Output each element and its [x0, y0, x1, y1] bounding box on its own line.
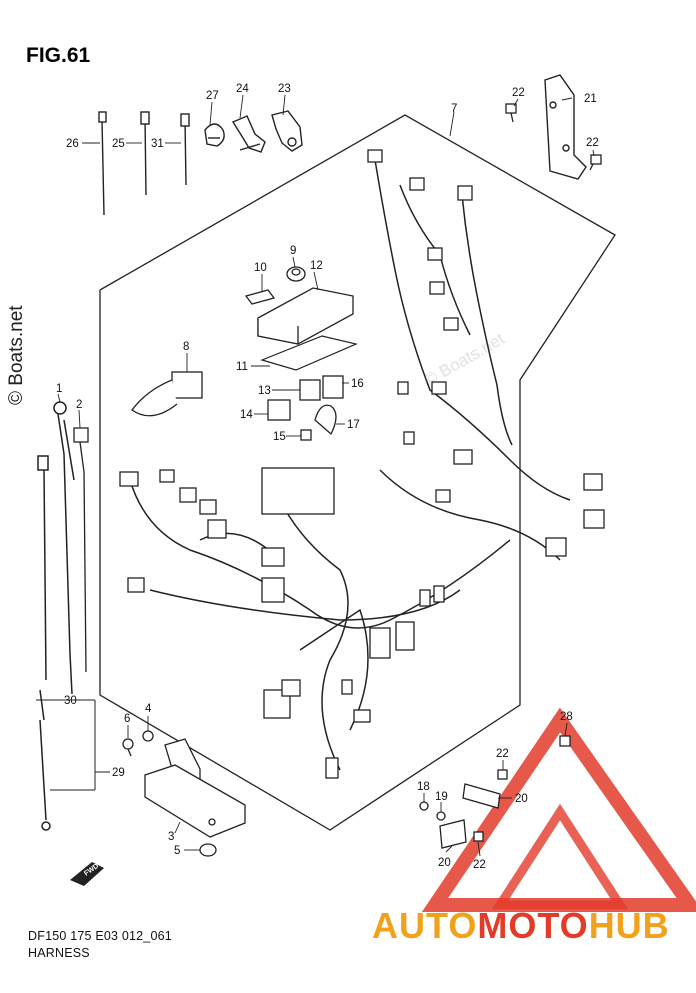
callout-24: 24	[236, 83, 249, 95]
bolt-28	[559, 735, 571, 747]
nut-18	[419, 801, 429, 811]
callout-25: 25	[112, 138, 125, 150]
footer-code: DF150 175 E03 012_061	[28, 929, 172, 943]
callout-29: 29	[112, 767, 125, 779]
cable-30	[37, 455, 49, 721]
brand-part-moto: MOTO	[477, 905, 589, 946]
callout-20-upper: 20	[515, 793, 528, 805]
battery-cable-1	[53, 401, 75, 695]
bolt-22-lower	[473, 769, 508, 842]
clip-10	[244, 289, 276, 305]
callout-12: 12	[310, 260, 323, 272]
side-watermark: © Boats.net	[6, 305, 27, 405]
grommet-9	[286, 266, 306, 282]
plate-20-upper	[462, 783, 501, 809]
brand-logo-icon	[421, 707, 696, 912]
washer-4	[142, 730, 154, 742]
fuse-15	[300, 429, 312, 441]
forward-arrow-icon: FWD	[70, 862, 104, 886]
callout-numbers: 1 2 3 4 5 6 7 8 9 10 11 12 13 14 15 16 1…	[56, 83, 599, 871]
bolt-6	[122, 738, 134, 757]
cable-tie-31	[180, 113, 190, 186]
grommet-5	[199, 843, 217, 857]
callout-3: 3	[168, 831, 174, 843]
callout-22-mid: 22	[496, 748, 509, 760]
battery-terminal-2	[73, 427, 89, 673]
bolt-22-right	[589, 154, 602, 171]
callout-20-lower: 20	[438, 857, 451, 869]
callout-10: 10	[254, 262, 267, 274]
callout-6: 6	[124, 713, 130, 725]
nut-19	[436, 811, 446, 821]
clip-27	[204, 123, 225, 147]
clamp-23	[271, 110, 303, 152]
main-harness-7	[129, 159, 571, 771]
callout-leaders	[57, 94, 595, 857]
callout-14: 14	[240, 409, 253, 421]
relay-14	[267, 399, 291, 421]
callout-5: 5	[174, 845, 180, 857]
callout-13: 13	[258, 385, 271, 397]
bracket-21	[544, 74, 587, 180]
callout-26: 26	[66, 138, 79, 150]
callout-8: 8	[183, 341, 189, 353]
cable-tie-26	[98, 111, 107, 216]
fuse-box-12	[257, 287, 354, 345]
brand-part-auto: AUTO	[372, 905, 478, 946]
callout-1: 1	[56, 383, 62, 395]
brand-part-hub: HUB	[588, 905, 670, 946]
callout-21: 21	[584, 93, 597, 105]
cable-29	[39, 719, 51, 831]
fuse-box-cover-11	[260, 335, 358, 371]
callout-4: 4	[145, 703, 152, 715]
callout-15: 15	[273, 431, 286, 443]
callout-30: 30	[64, 695, 77, 707]
callout-17: 17	[347, 419, 360, 431]
cover-3	[144, 764, 246, 838]
figure-title: FIG.61	[26, 44, 91, 67]
callout-11: 11	[236, 361, 248, 373]
fuse-16	[322, 375, 344, 399]
relay-8	[131, 371, 203, 417]
callout-7: 7	[451, 103, 457, 115]
callout-16: 16	[351, 378, 364, 390]
callout-27: 27	[206, 90, 219, 102]
callout-31: 31	[151, 138, 164, 150]
footer-name: HARNESS	[28, 946, 90, 960]
fuse-puller-17	[314, 404, 337, 436]
callout-22-right: 22	[586, 137, 599, 149]
callout-28: 28	[560, 711, 573, 723]
clamp-24	[231, 115, 266, 153]
leader-29-30	[36, 699, 110, 791]
relay-13	[299, 379, 321, 401]
callout-19: 19	[435, 791, 448, 803]
callout-9: 9	[290, 245, 296, 257]
brand-wordmark: AUTOMOTOHUB	[372, 905, 670, 947]
callout-18: 18	[417, 781, 430, 793]
callout-2: 2	[76, 399, 82, 411]
callout-22-top: 22	[512, 87, 525, 99]
harness-boundary-box	[99, 114, 616, 831]
callout-23: 23	[278, 83, 291, 95]
callout-22-bottom: 22	[473, 859, 486, 871]
harness-connectors	[119, 149, 605, 779]
cable-tie-25	[140, 111, 150, 196]
bolt-22-top	[505, 103, 517, 123]
plate-20-lower	[439, 819, 467, 849]
